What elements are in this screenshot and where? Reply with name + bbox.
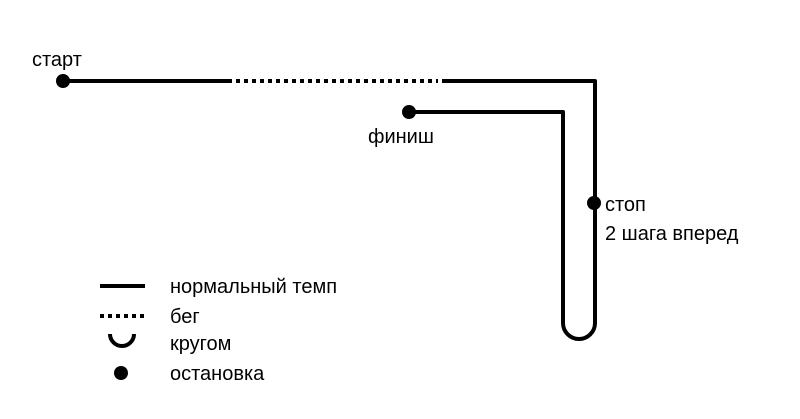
stop-point <box>587 196 601 210</box>
stop-sublabel: 2 шага вперед <box>605 223 739 245</box>
legend-normal-label: нормальный темп <box>170 276 337 298</box>
stop-label: стоп <box>605 194 646 216</box>
route-segment-normal-2 <box>409 79 597 341</box>
finish-label: финиш <box>368 126 434 148</box>
legend-run-label: бег <box>170 306 200 328</box>
legend-stop-icon <box>114 366 128 380</box>
legend-turn-icon <box>108 333 136 348</box>
finish-point <box>402 105 416 119</box>
start-label: старт <box>32 49 82 71</box>
legend-turn-label: кругом <box>170 333 231 355</box>
legend: нормальный темп бег кругом остановка <box>100 276 337 385</box>
legend-stop-label: остановка <box>170 363 265 385</box>
